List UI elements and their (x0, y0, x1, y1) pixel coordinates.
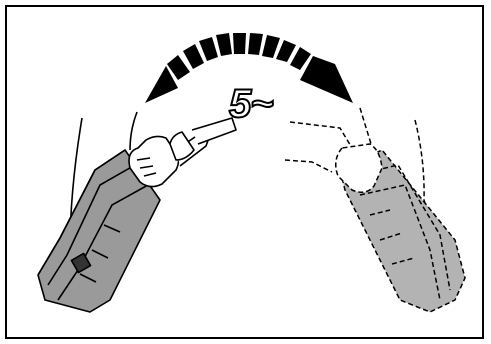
cartridge-held-left (38, 112, 236, 312)
shake-right-arrow-icon (300, 56, 353, 103)
shake-count-label: 5~ (229, 82, 273, 127)
cartridge-ghost-right (285, 108, 465, 312)
